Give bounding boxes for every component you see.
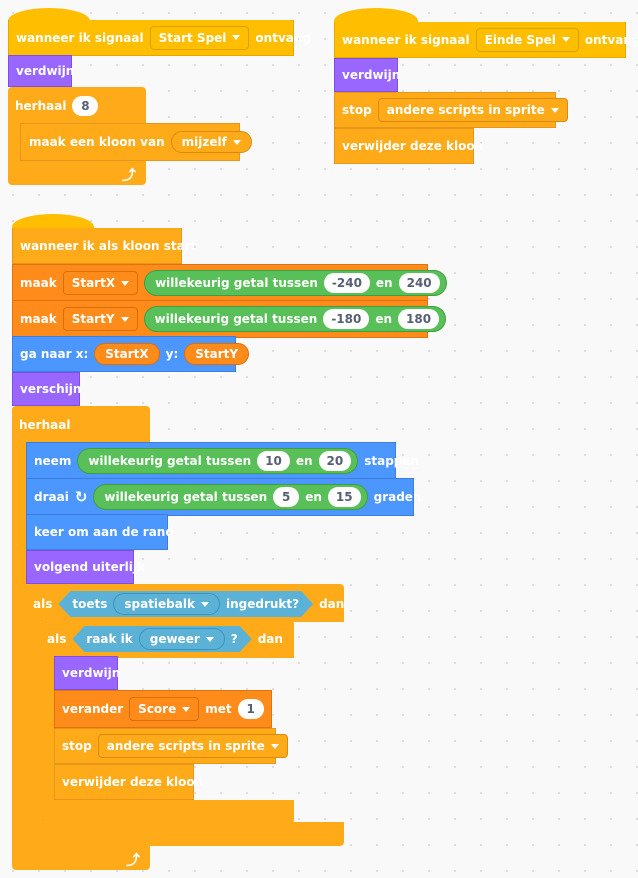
dropdown-caret-icon — [120, 316, 129, 322]
set-starty-block[interactable]: maak StartY willekeurig getal tussen -18… — [12, 300, 447, 338]
dropdown-caret-icon — [206, 637, 214, 642]
clone-target-dropdown[interactable]: mijzelf — [170, 131, 252, 153]
loop-arrow-icon: ⤴ — [126, 853, 140, 869]
touching-sensor[interactable]: raak ik geweer ? — [72, 626, 251, 652]
dropdown-caret-icon — [182, 706, 191, 712]
hide-block[interactable]: verdwijn — [54, 656, 120, 690]
turn-degrees-block[interactable]: draai ↻ willekeurig getal tussen 5 en 15… — [26, 478, 422, 516]
rotate-clockwise-icon: ↻ — [74, 488, 88, 506]
dropdown-caret-icon — [232, 139, 241, 145]
next-costume-block[interactable]: volgend uiterlijk — [26, 550, 145, 584]
bounce-edge-block[interactable]: keer om aan de rand — [26, 514, 174, 550]
random-operator[interactable]: willekeurig getal tussen 5 en 15 — [93, 484, 368, 510]
hide-block[interactable]: verdwijn — [8, 55, 74, 87]
random-operator[interactable]: willekeurig getal tussen -180 en 180 — [143, 306, 447, 332]
dropdown-caret-icon — [270, 743, 279, 749]
if-touch-c-side — [40, 655, 54, 805]
broadcast-dropdown[interactable]: Start Spel — [149, 25, 250, 50]
dropdown-caret-icon — [232, 35, 241, 40]
random-min-input[interactable]: 5 — [273, 487, 300, 507]
loop-arrow-icon: ⤴ — [122, 168, 136, 184]
forever-header: herhaal — [19, 418, 71, 432]
dropdown-caret-icon — [561, 37, 570, 42]
forever-c-bottom — [12, 845, 150, 870]
random-max-input[interactable]: 240 — [398, 273, 440, 293]
if-touch-c-bottom — [40, 800, 294, 824]
repeat-header: herhaal 8 — [8, 89, 99, 123]
random-min-input[interactable]: -240 — [323, 273, 370, 293]
random-operator[interactable]: willekeurig getal tussen -240 en 240 — [144, 270, 447, 296]
random-operator[interactable]: willekeurig getal tussen 10 en 20 — [77, 448, 359, 474]
goto-xy-block[interactable]: ga naar x: StartX y: StartY — [12, 336, 250, 372]
hide-block[interactable]: verdwijn — [334, 58, 400, 92]
if-key-c-bottom — [26, 822, 344, 846]
create-clone-block[interactable]: maak een kloon van mijzelf — [20, 123, 252, 161]
variable-dropdown[interactable]: Score — [129, 697, 200, 721]
variable-dropdown[interactable]: StartX — [62, 271, 139, 295]
set-startx-block[interactable]: maak StartX willekeurig getal tussen -24… — [12, 264, 447, 302]
stop-block[interactable]: stop andere scripts in sprite — [334, 92, 568, 128]
when-clone-starts-block[interactable]: wanneer ik als kloon start — [12, 228, 196, 264]
key-pressed-sensor[interactable]: toets spatiebalk ingedrukt? — [58, 591, 313, 617]
repeat-count-input[interactable]: 8 — [72, 96, 99, 116]
random-max-input[interactable]: 180 — [398, 309, 440, 329]
change-value-input[interactable]: 1 — [237, 699, 264, 719]
random-max-input[interactable]: 15 — [327, 487, 361, 507]
variable-dropdown[interactable]: StartY — [62, 307, 138, 331]
broadcast-dropdown[interactable]: Einde Spel — [475, 27, 579, 52]
forever-c-top[interactable] — [12, 406, 150, 444]
random-max-input[interactable]: 20 — [318, 451, 352, 471]
repeat-c-bottom — [8, 160, 146, 185]
show-block[interactable]: verschijn — [12, 372, 81, 406]
starty-reporter[interactable]: StartY — [184, 343, 250, 365]
forever-c-side — [12, 440, 28, 850]
when-broadcast-start-block[interactable]: wanneer ik signaal Start Spel ontvang — [8, 20, 311, 56]
if-key-header: als toets spatiebalk ingedrukt? dan — [26, 587, 344, 621]
touch-target-dropdown[interactable]: geweer — [139, 628, 225, 650]
stop-options-dropdown[interactable]: andere scripts in sprite — [97, 734, 288, 758]
random-min-input[interactable]: -180 — [323, 309, 370, 329]
delete-clone-block[interactable]: verwijder deze kloon — [334, 128, 483, 164]
if-touch-header: als raak ik geweer ? dan — [40, 622, 283, 656]
startx-reporter[interactable]: StartX — [94, 343, 160, 365]
move-steps-block[interactable]: neem willekeurig getal tussen 10 en 20 s… — [26, 442, 419, 480]
stop-block[interactable]: stop andere scripts in sprite — [54, 728, 288, 764]
change-score-block[interactable]: verander Score met 1 — [54, 690, 272, 728]
dropdown-caret-icon — [550, 107, 559, 113]
delete-clone-block[interactable]: verwijder deze kloon — [54, 764, 203, 800]
random-min-input[interactable]: 10 — [257, 451, 290, 471]
when-broadcast-end-block[interactable]: wanneer ik signaal Einde Spel ontvang — [334, 22, 638, 58]
key-dropdown[interactable]: spatiebalk — [113, 593, 220, 615]
if-key-c-side — [26, 618, 40, 828]
dropdown-caret-icon — [201, 602, 209, 607]
stop-options-dropdown[interactable]: andere scripts in sprite — [377, 98, 568, 122]
dropdown-caret-icon — [121, 280, 130, 286]
